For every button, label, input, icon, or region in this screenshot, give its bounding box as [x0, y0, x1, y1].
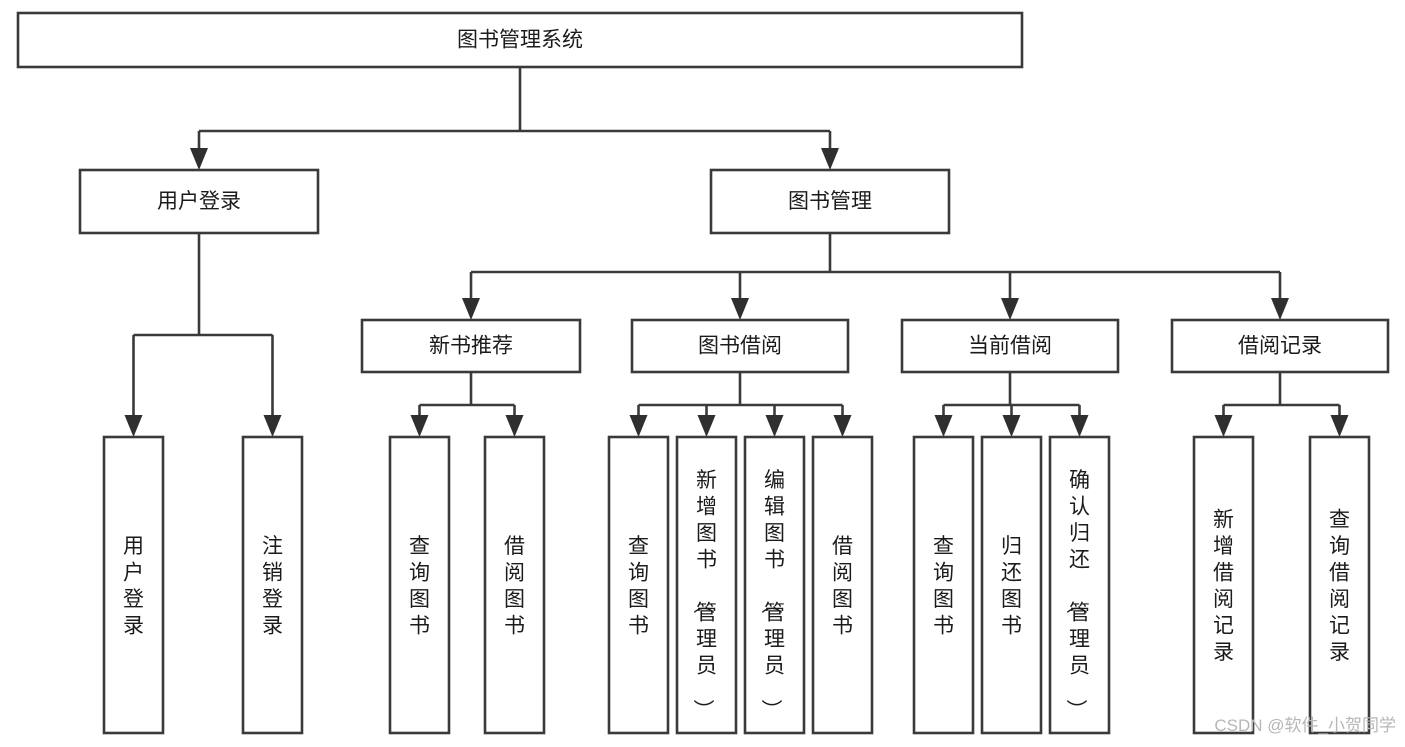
- node-label: 查询图书: [628, 535, 649, 638]
- node-box[interactable]: [102, 435, 165, 735]
- node-leaf_br_query[interactable]: 查询借阅记录: [1308, 435, 1371, 735]
- connector-user-login-bus: [124, 233, 282, 437]
- node-label: 查询图书: [409, 535, 430, 638]
- node-box[interactable]: [1170, 318, 1390, 374]
- node-label: 查询图书: [933, 535, 954, 638]
- node-leaf_cb_return[interactable]: 归还图书: [980, 435, 1043, 735]
- node-label: 用户登录: [123, 535, 144, 638]
- node-leaf_bb_borrow[interactable]: 借阅图书: [811, 435, 874, 735]
- arrow-head-icon: [410, 415, 429, 437]
- arrow-head-icon: [190, 148, 208, 170]
- node-label: 归还图书: [1001, 535, 1022, 638]
- node-leaf_rec_borrow[interactable]: 借阅图书: [483, 435, 546, 735]
- node-label: 用户登录: [157, 190, 241, 213]
- node-box[interactable]: [1308, 435, 1371, 735]
- node-label: 图书管理: [788, 190, 872, 213]
- node-leaf_cb_confirm[interactable]: 确认归还（管理员）: [1048, 435, 1111, 735]
- node-box[interactable]: [709, 168, 951, 235]
- node-label: 查询借阅记录: [1329, 509, 1350, 665]
- arrow-head-icon: [1070, 415, 1089, 437]
- node-leaf_br_add[interactable]: 新增借阅记录: [1192, 435, 1255, 735]
- node-leaf_bb_edit[interactable]: 编辑图书（管理员）: [743, 435, 806, 735]
- node-label: 图书借阅: [698, 335, 782, 358]
- node-leaf_logout[interactable]: 注销登录: [241, 435, 304, 735]
- node-n_book_mgmt[interactable]: 图书管理: [709, 168, 951, 235]
- node-box[interactable]: [980, 435, 1043, 735]
- arrow-head-icon: [934, 415, 953, 437]
- arrow-head-icon: [629, 415, 648, 437]
- node-label: 新书推荐: [429, 335, 513, 358]
- node-n_new_book_rec[interactable]: 新书推荐: [360, 318, 582, 374]
- arrow-head-icon: [124, 415, 143, 437]
- connector-borrow-record-bus: [1214, 372, 1349, 437]
- node-box[interactable]: [360, 318, 582, 374]
- arrow-head-icon: [821, 148, 839, 170]
- arrow-head-icon: [1001, 298, 1019, 320]
- node-box[interactable]: [78, 168, 320, 235]
- node-leaf_user_login[interactable]: 用户登录: [102, 435, 165, 735]
- arrow-head-icon: [462, 298, 480, 320]
- node-n_user_login[interactable]: 用户登录: [78, 168, 320, 235]
- node-box[interactable]: [483, 435, 546, 735]
- node-label: 当前借阅: [968, 335, 1052, 358]
- node-label: 新增图书（管理员）: [691, 469, 717, 720]
- node-root[interactable]: 图书管理系统: [16, 11, 1024, 69]
- arrow-head-icon: [731, 298, 749, 320]
- node-box[interactable]: [743, 435, 806, 735]
- node-box[interactable]: [675, 435, 738, 735]
- node-label: 新增借阅记录: [1213, 509, 1234, 665]
- node-label: 借阅图书: [504, 535, 525, 638]
- node-n_borrow_record[interactable]: 借阅记录: [1170, 318, 1390, 374]
- connector-layer: [124, 67, 1349, 437]
- arrow-head-icon: [1002, 415, 1021, 437]
- node-box[interactable]: [388, 435, 451, 735]
- node-n_current_borrow[interactable]: 当前借阅: [900, 318, 1120, 374]
- node-label: 图书管理系统: [457, 29, 583, 52]
- node-box[interactable]: [630, 318, 850, 374]
- node-box[interactable]: [1048, 435, 1111, 735]
- node-box[interactable]: [607, 435, 670, 735]
- node-label: 借阅记录: [1238, 335, 1322, 358]
- node-box-layer: 图书管理系统用户登录图书管理新书推荐图书借阅当前借阅借阅记录用户登录注销登录查询…: [16, 11, 1390, 735]
- node-label: 借阅图书: [832, 535, 853, 638]
- arrow-head-icon: [765, 415, 784, 437]
- node-label: 注销登录: [262, 535, 283, 638]
- node-label: 编辑图书（管理员）: [759, 469, 785, 720]
- connector-current-borrow-bus: [934, 372, 1089, 437]
- connector-new-book-rec-bus: [410, 372, 524, 437]
- node-leaf_cb_query[interactable]: 查询图书: [912, 435, 975, 735]
- node-box[interactable]: [1192, 435, 1255, 735]
- node-box[interactable]: [811, 435, 874, 735]
- connector-book-mgmt-bus: [462, 233, 1289, 320]
- arrow-head-icon: [833, 415, 852, 437]
- arrow-head-icon: [263, 415, 282, 437]
- node-box[interactable]: [900, 318, 1120, 374]
- arrow-head-icon: [697, 415, 716, 437]
- node-box[interactable]: [912, 435, 975, 735]
- arrow-head-icon: [1214, 415, 1233, 437]
- connector-root-bus: [190, 67, 839, 170]
- connector-book-borrow-bus: [629, 372, 852, 437]
- csdn-watermark: CSDN @软件_小贺同学: [1214, 716, 1396, 735]
- node-box[interactable]: [16, 11, 1024, 69]
- node-leaf_rec_query[interactable]: 查询图书: [388, 435, 451, 735]
- node-box[interactable]: [241, 435, 304, 735]
- node-n_book_borrow[interactable]: 图书借阅: [630, 318, 850, 374]
- node-label: 确认归还（管理员）: [1064, 469, 1090, 720]
- arrow-head-icon: [1271, 298, 1289, 320]
- node-leaf_bb_add[interactable]: 新增图书（管理员）: [675, 435, 738, 735]
- arrow-head-icon: [505, 415, 524, 437]
- arrow-head-icon: [1330, 415, 1349, 437]
- node-leaf_bb_query[interactable]: 查询图书: [607, 435, 670, 735]
